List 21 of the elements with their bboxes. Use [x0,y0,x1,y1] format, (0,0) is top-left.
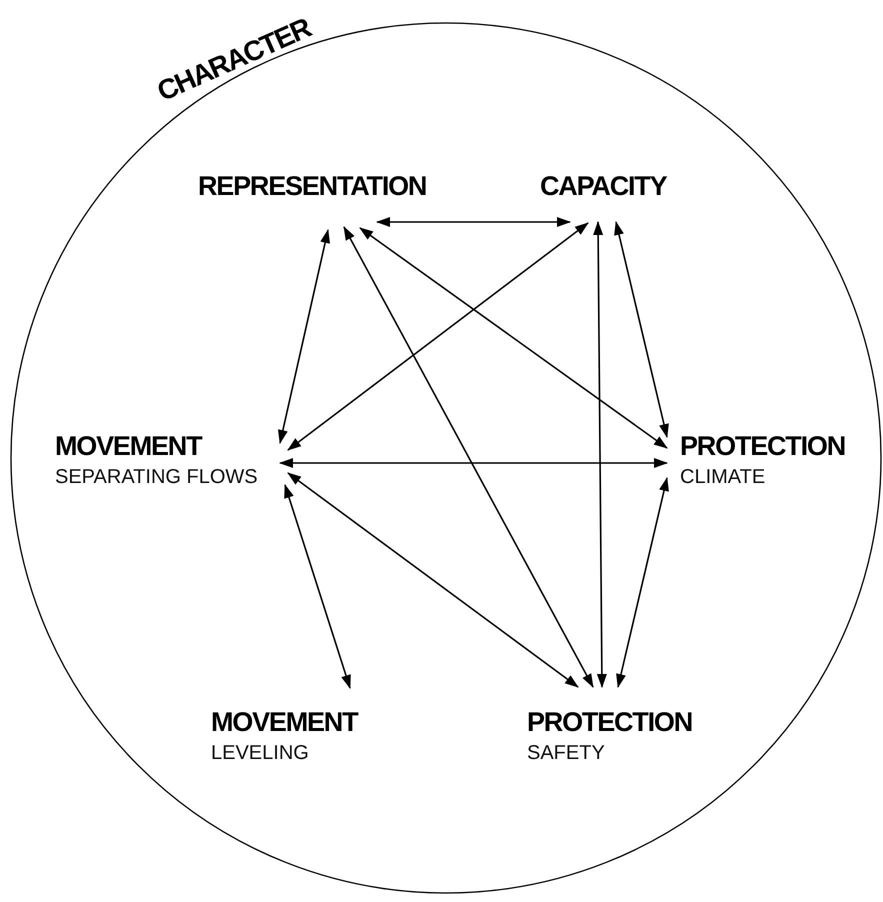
category-heading: CAPACITY [540,172,666,200]
double-arrow [278,229,330,444]
double-arrow [359,227,668,449]
category-heading: MOVEMENT [55,432,202,460]
double-arrow [616,477,669,688]
double-arrow [614,221,669,438]
double-arrow [376,217,571,227]
double-arrow [284,484,351,689]
category-heading: PROTECTION [527,708,692,736]
category-heading: REPRESENTATION [198,172,426,200]
category-subtitle: SAFETY [527,742,605,764]
category-subtitle: LEVELING [211,742,309,764]
double-arrow [593,221,607,688]
category-heading: MOVEMENT [211,708,358,736]
category-heading: PROTECTION [680,432,846,460]
double-arrow [287,222,589,451]
double-arrow [279,458,668,468]
double-arrow [287,472,579,688]
category-subtitle: CLIMATE [680,466,766,488]
category-subtitle: SEPARATING FLOWS [55,466,258,488]
double-arrow [343,226,594,688]
